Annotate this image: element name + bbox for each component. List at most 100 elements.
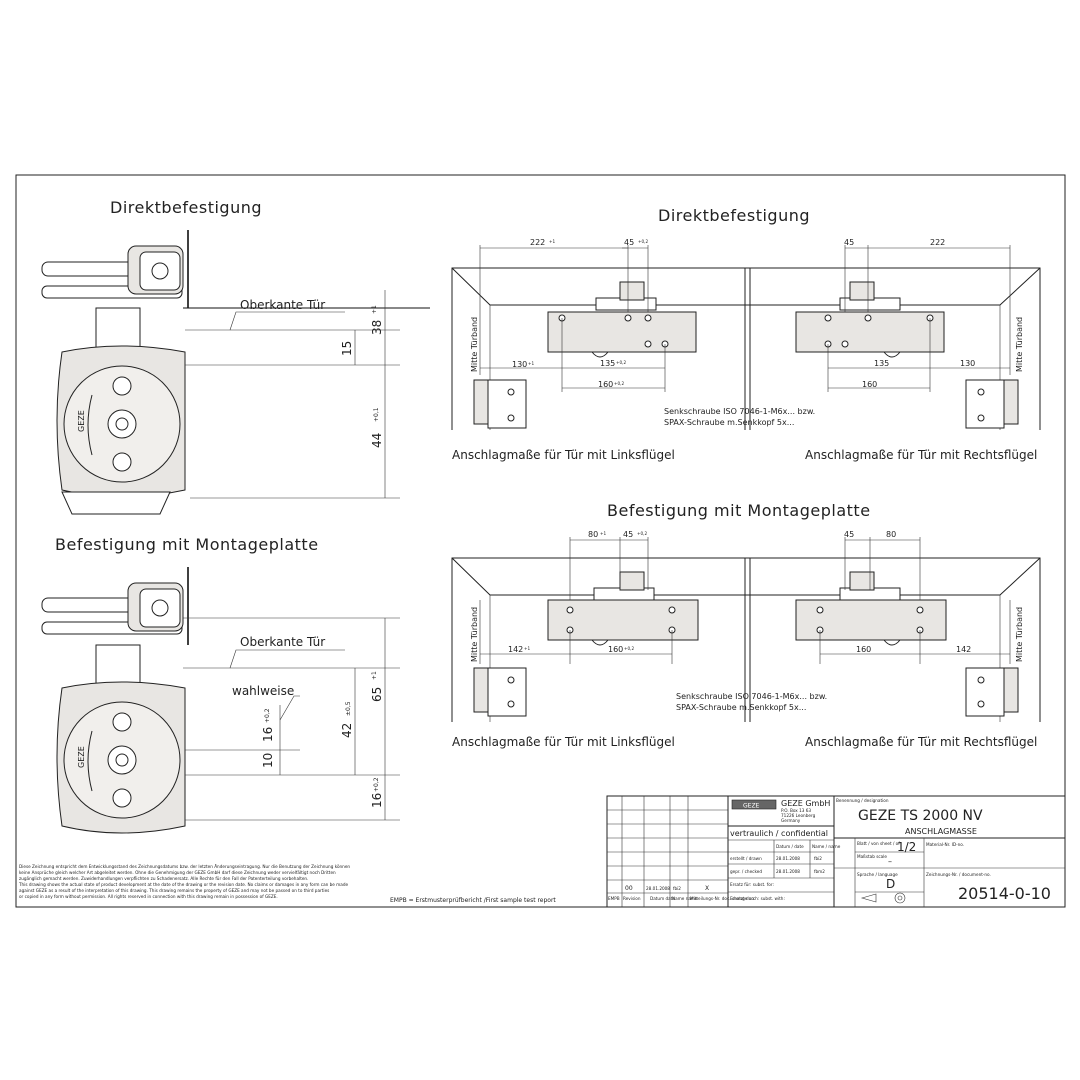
svg-text:–: – <box>888 857 892 866</box>
svg-text:GEZE: GEZE <box>77 746 86 768</box>
dim-38-tol: +1 <box>371 305 378 314</box>
svg-text:zugänglich gemacht werden. Zuw: zugänglich gemacht werden. Zuwiderhandlu… <box>19 876 308 881</box>
left-lower-title: Befestigung mit Montageplatte <box>55 535 319 554</box>
dim-160-lower-right: 160 <box>856 645 871 654</box>
dim-16-lower-tol: +0,2 <box>373 777 380 792</box>
svg-text:fbi2: fbi2 <box>673 886 681 891</box>
svg-text:Maßstab scale: Maßstab scale <box>857 854 887 859</box>
svg-text:Mitteilungs-Nr. doc. change no: Mitteilungs-Nr. doc. change no. <box>690 896 755 901</box>
left-lower-oberkante-label: Oberkante Tür <box>240 635 325 649</box>
dim-65: 65 <box>370 687 384 702</box>
svg-text:Ersatz für: subst. for:: Ersatz für: subst. for: <box>730 882 774 887</box>
wahlweise-label: wahlweise <box>232 684 294 698</box>
dim-135-right: 135 <box>874 359 889 368</box>
svg-text:Name / name: Name / name <box>812 844 841 849</box>
empb-note: EMPB = Erstmusterprüfbericht /First samp… <box>390 897 556 904</box>
dim-160-left-tol: +0,2 <box>614 381 625 386</box>
left-upper-title: Direktbefestigung <box>110 198 262 217</box>
dim-45-lower-left: 45 <box>623 530 633 539</box>
svg-text:Zeichnungs-Nr. / document-no.: Zeichnungs-Nr. / document-no. <box>926 872 991 877</box>
svg-text:GEZE: GEZE <box>77 410 86 432</box>
svg-text:EMPB: EMPB <box>608 896 620 901</box>
dim-80-left-tol: +1 <box>600 531 607 536</box>
left-lower-view: Befestigung mit Montageplatte GEZE Oberk… <box>41 535 400 834</box>
svg-text:Ersetzt durch: subst. with:: Ersetzt durch: subst. with: <box>730 896 785 901</box>
svg-text:28.01.2008: 28.01.2008 <box>776 856 800 861</box>
projection-symbol-icon <box>860 893 877 903</box>
dim-45-left: 45 <box>624 238 634 247</box>
svg-text:Blatt / von sheet / of: Blatt / von sheet / of <box>857 841 900 846</box>
dim-15: 15 <box>340 341 354 356</box>
dim-222-left: 222 <box>530 238 545 247</box>
svg-text:Revision: Revision <box>623 896 641 901</box>
svg-text:Datum date: Datum date <box>650 896 675 901</box>
svg-text:Name name: Name name <box>672 896 698 901</box>
svg-text:vertraulich / confidential: vertraulich / confidential <box>730 829 828 838</box>
dim-16-lower: 16 <box>370 793 384 808</box>
svg-text:D: D <box>886 877 895 891</box>
dim-80-left: 80 <box>588 530 598 539</box>
right-lower-view: Befestigung mit Montageplatte Mitte Türb… <box>451 501 1041 749</box>
right-upper-mitte-turband-left: Mitte Türband <box>470 317 479 372</box>
title-block: 00 28.01.2008 fbi2 X EMPB Revision Datum… <box>606 795 1066 908</box>
right-lower-screw-note-1: Senkschraube ISO 7046-1-M6x... bzw. <box>676 692 827 701</box>
dim-10: 10 <box>261 753 275 768</box>
right-lower-caption-right: Anschlagmaße für Tür mit Rechtsflügel <box>805 735 1037 749</box>
right-lower-caption-left: Anschlagmaße für Tür mit Linksflügel <box>452 735 675 749</box>
dim-16-upper-tol: +0,2 <box>264 708 271 723</box>
right-lower-title: Befestigung mit Montageplatte <box>607 501 871 520</box>
document-number: 20514-0-10 <box>958 884 1051 903</box>
dim-44: 44 <box>370 433 384 448</box>
svg-text:71226 Leonberg: 71226 Leonberg <box>781 813 816 818</box>
right-upper-mitte-turband-right: Mitte Türband <box>1015 317 1024 372</box>
svg-text:fbi2: fbi2 <box>814 856 822 861</box>
dim-142-right: 142 <box>956 645 971 654</box>
svg-text:Germany: Germany <box>781 818 801 823</box>
dim-160-lower-left-tol: +0,2 <box>624 646 635 651</box>
dim-130-right: 130 <box>960 359 975 368</box>
right-upper-caption-left: Anschlagmaße für Tür mit Linksflügel <box>452 448 675 462</box>
dim-80-right: 80 <box>886 530 896 539</box>
sheet-number: 1/2 <box>897 840 916 854</box>
svg-text:Benennung / designation: Benennung / designation <box>836 798 889 803</box>
right-upper-screw-note-1: Senkschraube ISO 7046-1-M6x... bzw. <box>664 407 815 416</box>
dim-44-tol: +0,1 <box>373 407 380 422</box>
svg-text:28.01.2008: 28.01.2008 <box>646 886 670 891</box>
drawing-subtitle: ANSCHLAGMASSE <box>905 827 977 836</box>
dim-38: 38 <box>370 320 384 335</box>
dim-42: 42 <box>340 723 354 738</box>
right-upper-caption-right: Anschlagmaße für Tür mit Rechtsflügel <box>805 448 1037 462</box>
svg-text:This drawing shows the actual: This drawing shows the actual state of p… <box>18 882 348 887</box>
geze-logo <box>731 799 777 810</box>
dim-45-left-tol: +0,2 <box>638 239 649 244</box>
dim-45-lower-left-tol: +0,2 <box>637 531 648 536</box>
right-upper-view: Direktbefestigung Mitte Türband 222 +1 4… <box>451 206 1041 462</box>
right-lower-mitte-turband-right: Mitte Türband <box>1015 607 1024 662</box>
dim-135-left: 135 <box>600 359 615 368</box>
drawing-frame <box>15 174 1066 908</box>
left-upper-view: Direktbefestigung GEZE Oberkante Tür 3 <box>41 198 430 515</box>
geze-logo-text: GEZE <box>743 803 760 810</box>
svg-text:Diese Zeichnung entspricht dem: Diese Zeichnung entspricht dem Entwicklu… <box>19 864 350 869</box>
dim-130-left-tol: +1 <box>528 361 535 366</box>
svg-text:erstellt / drawn: erstellt / drawn <box>730 856 762 861</box>
right-upper-title: Direktbefestigung <box>658 206 810 225</box>
dim-160-lower-left: 160 <box>608 645 623 654</box>
svg-text:28.01.2008: 28.01.2008 <box>776 869 800 874</box>
dim-142-left-tol: +1 <box>524 646 531 651</box>
legal-notice: Diese Zeichnung entspricht dem Entwicklu… <box>18 864 556 904</box>
dim-222-left-tol: +1 <box>549 239 556 244</box>
dim-135-left-tol: +0,2 <box>616 360 627 365</box>
product-name: GEZE TS 2000 NV <box>858 808 983 824</box>
svg-text:Datum / date: Datum / date <box>776 844 804 849</box>
svg-text:against GEZE as a result of th: against GEZE as a result of the interpre… <box>19 888 329 893</box>
dim-130-left: 130 <box>512 360 527 369</box>
dim-65-tol: +1 <box>371 671 378 680</box>
svg-text:P.O. Box 13 63: P.O. Box 13 63 <box>781 808 811 813</box>
dim-16-upper: 16 <box>261 727 275 742</box>
right-lower-screw-note-2: SPAX-Schraube m.Senkkopf 5x... <box>676 703 806 712</box>
dim-160-left: 160 <box>598 380 613 389</box>
dim-222-right: 222 <box>930 238 945 247</box>
dim-42-tol: ±0,5 <box>345 701 352 716</box>
